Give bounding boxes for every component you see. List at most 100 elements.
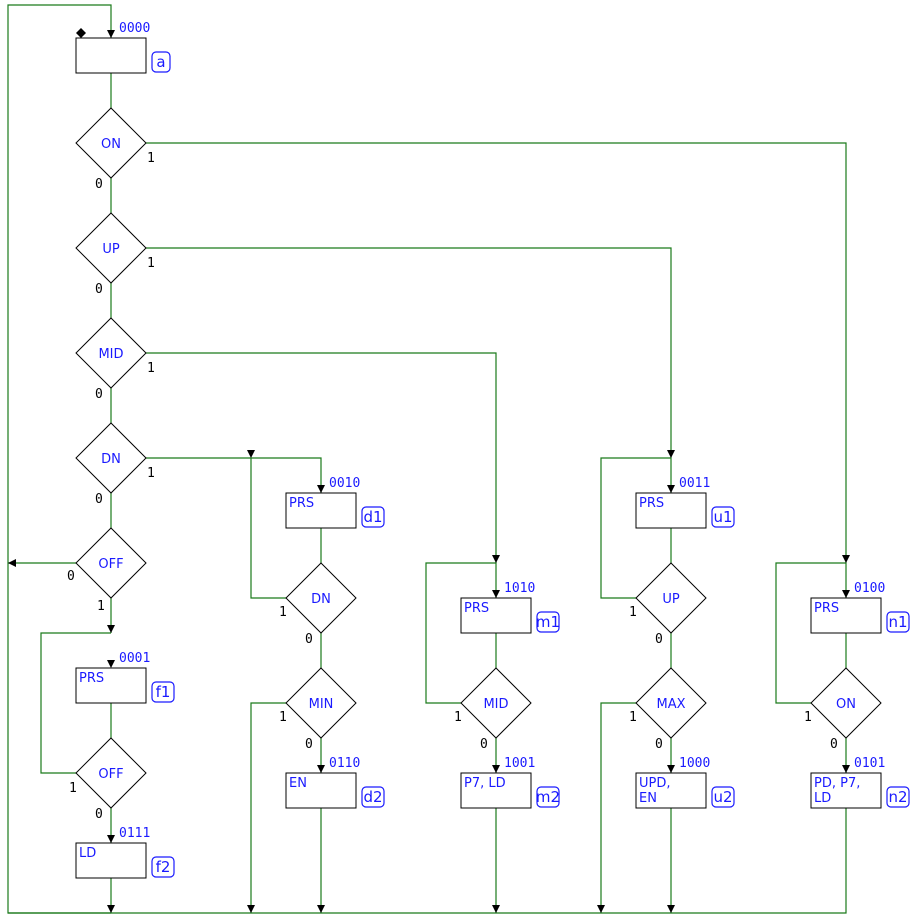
- arrowhead: [107, 660, 115, 668]
- state-name: n2: [888, 788, 907, 806]
- initial-state-marker: [76, 28, 86, 38]
- state-code: 0011: [679, 476, 710, 491]
- state-name: u1: [713, 508, 732, 526]
- state-output: PRS: [639, 496, 664, 511]
- arrowhead: [317, 905, 325, 913]
- decision-on: ON: [810, 667, 882, 739]
- branch-label: 1: [147, 256, 155, 271]
- state-name-badge: [151, 51, 171, 73]
- state-output: UPD,: [639, 776, 671, 791]
- branch-label: 1: [97, 599, 105, 614]
- wires: [7, 4, 847, 914]
- arrowhead: [667, 450, 675, 458]
- state-code: 0001: [119, 651, 150, 666]
- wire-dn-1: [146, 457, 322, 493]
- state-box: [75, 667, 147, 704]
- state-output: LD: [79, 846, 96, 861]
- state-code: 0100: [854, 581, 885, 596]
- state-output: LD: [814, 791, 831, 806]
- arrowhead: [492, 765, 500, 773]
- state-name: n1: [888, 613, 907, 631]
- decision-off: OFF: [75, 737, 147, 809]
- decision-label: DN: [101, 452, 121, 467]
- branch-label: 0: [830, 737, 838, 752]
- branch-label: 1: [69, 781, 77, 796]
- state-name: m1: [536, 613, 560, 631]
- arrowhead: [317, 765, 325, 773]
- state-box: [285, 772, 357, 809]
- state-name: f1: [156, 683, 171, 701]
- state-output: PRS: [464, 601, 489, 616]
- arrowhead: [842, 555, 850, 563]
- decision-label: ON: [836, 697, 856, 712]
- arrowhead: [842, 765, 850, 773]
- decision-label: ON: [101, 137, 121, 152]
- branch-label: 1: [147, 361, 155, 376]
- decision-label: UP: [102, 242, 120, 257]
- decision-up: UP: [635, 562, 707, 634]
- state-name-badge: [151, 681, 175, 703]
- arrowhead: [107, 835, 115, 843]
- state-box: [810, 772, 882, 809]
- state-name-badge: [536, 786, 560, 808]
- arrowhead: [247, 450, 255, 458]
- decision-diamond: [285, 562, 357, 634]
- state-box: [460, 772, 532, 809]
- decision-diamond: [460, 667, 532, 739]
- wire-up-1: [146, 247, 672, 458]
- state-box: [75, 842, 147, 879]
- wire-max-1: [600, 702, 636, 913]
- state-box: [285, 492, 357, 529]
- branch-label: 0: [95, 282, 103, 297]
- branch-label: 1: [279, 605, 287, 620]
- decision-label: MIN: [309, 697, 334, 712]
- branch-label: 1: [629, 605, 637, 620]
- decision-label: MID: [98, 347, 123, 362]
- state-name: u2: [713, 788, 732, 806]
- arrowhead: [597, 905, 605, 913]
- state-output: PD, P7,: [814, 776, 860, 791]
- decision-diamond: [635, 562, 707, 634]
- state-box: [460, 597, 532, 634]
- branch-label: 0: [95, 492, 103, 507]
- arrowheads: [8, 30, 850, 913]
- state-name-badge: [361, 506, 385, 528]
- decision-dn: DN: [75, 422, 147, 494]
- decision-label: MAX: [656, 697, 685, 712]
- branch-label: 0: [95, 177, 103, 192]
- state-code: 1010: [504, 581, 535, 596]
- wire-mid-1: [146, 352, 497, 563]
- state-code: 1000: [679, 756, 710, 771]
- arrowhead: [667, 485, 675, 493]
- state-box: [75, 37, 147, 74]
- state-box: [810, 597, 882, 634]
- state-code: 0000: [119, 21, 150, 36]
- decision-diamond: [75, 737, 147, 809]
- branch-label: 0: [95, 387, 103, 402]
- arrowhead: [8, 559, 16, 567]
- state-name: a: [156, 53, 165, 71]
- decision-diamond: [75, 422, 147, 494]
- decision-up: UP: [75, 212, 147, 284]
- arrowhead: [667, 905, 675, 913]
- branch-label: 0: [67, 569, 75, 584]
- branch-label: 1: [147, 466, 155, 481]
- decision-mid: MID: [460, 667, 532, 739]
- state-output: PRS: [79, 671, 104, 686]
- decision-diamond: [635, 667, 707, 739]
- state-box: [635, 492, 707, 529]
- branch-label: 0: [655, 632, 663, 647]
- branch-label: 0: [305, 737, 313, 752]
- decision-dn: DN: [285, 562, 357, 634]
- decision-diamond: [75, 317, 147, 389]
- arrowhead: [107, 30, 115, 38]
- decision-diamond: [285, 667, 357, 739]
